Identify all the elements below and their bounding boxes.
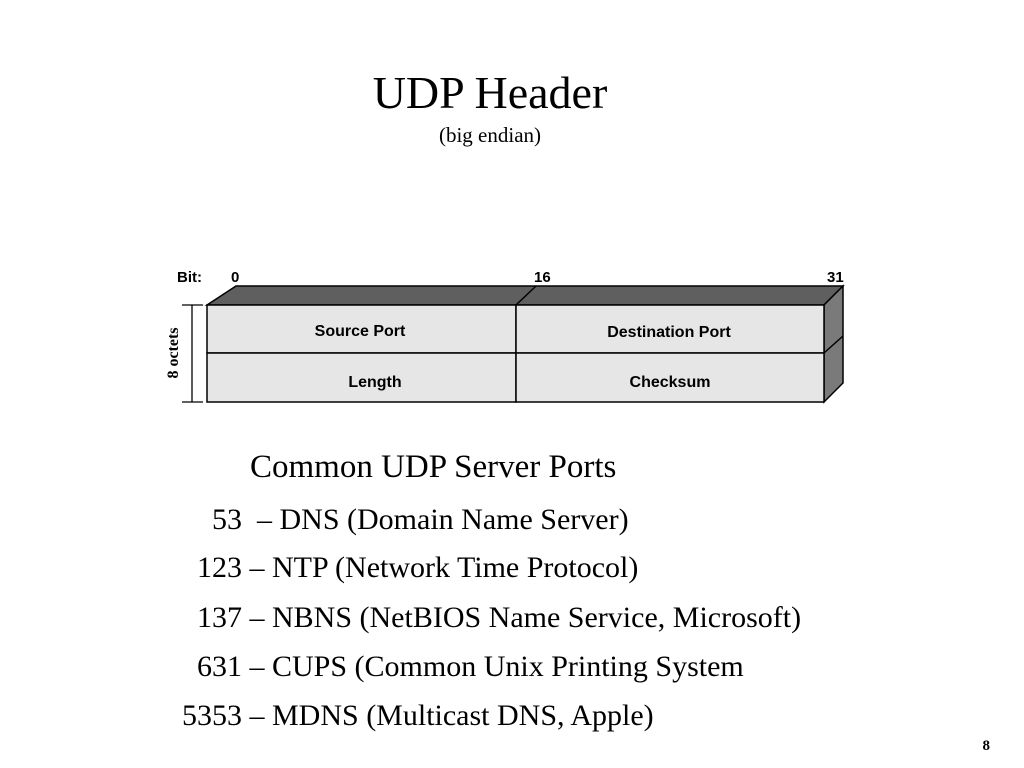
port-row-cups: 631 – CUPS (Common Unix Printing System xyxy=(150,649,744,685)
slide-title: UDP Header xyxy=(372,67,608,118)
port-row-dns: 53 – DNS (Domain Name Server) xyxy=(150,502,629,538)
port-number: 137 xyxy=(197,601,242,634)
slide-subtitle: (big endian) xyxy=(438,123,542,147)
bit-mark-0: 0 xyxy=(231,269,239,286)
length-cell xyxy=(206,352,517,403)
port-row-nbns: 137 – NBNS (NetBIOS Name Service, Micros… xyxy=(150,600,801,636)
port-number: 53 xyxy=(212,503,242,536)
port-row-mdns: 5353 – MDNS (Multicast DNS, Apple) xyxy=(150,698,654,734)
source-port-label: Source Port xyxy=(315,323,406,340)
port-description: – NTP (Network Time Protocol) xyxy=(249,551,639,584)
port-number: 631 xyxy=(197,650,242,683)
destination-port-label: Destination Port xyxy=(607,324,731,341)
checksum-label: Checksum xyxy=(630,374,711,391)
checksum-cell xyxy=(515,352,825,403)
octets-label: 8 octets xyxy=(165,327,182,378)
port-row-ntp: 123 – NTP (Network Time Protocol) xyxy=(150,550,638,586)
port-number: 5353 xyxy=(182,699,242,732)
port-description: – MDNS (Multicast DNS, Apple) xyxy=(249,699,654,732)
side-face-divider xyxy=(823,335,844,354)
bit-label: Bit: xyxy=(177,269,202,286)
bit-mark-16: 16 xyxy=(534,269,551,286)
page-number: 8 xyxy=(982,738,991,754)
length-label: Length xyxy=(348,374,401,391)
ports-heading: Common UDP Server Ports xyxy=(250,449,617,485)
port-description: – NBNS (NetBIOS Name Service, Microsoft) xyxy=(249,601,802,634)
port-description: – DNS (Domain Name Server) xyxy=(249,503,629,536)
port-number: 123 xyxy=(197,551,242,584)
bit-mark-31: 31 xyxy=(827,269,844,286)
port-description: – CUPS (Common Unix Printing System xyxy=(249,650,744,683)
top-face-divider xyxy=(515,285,537,306)
